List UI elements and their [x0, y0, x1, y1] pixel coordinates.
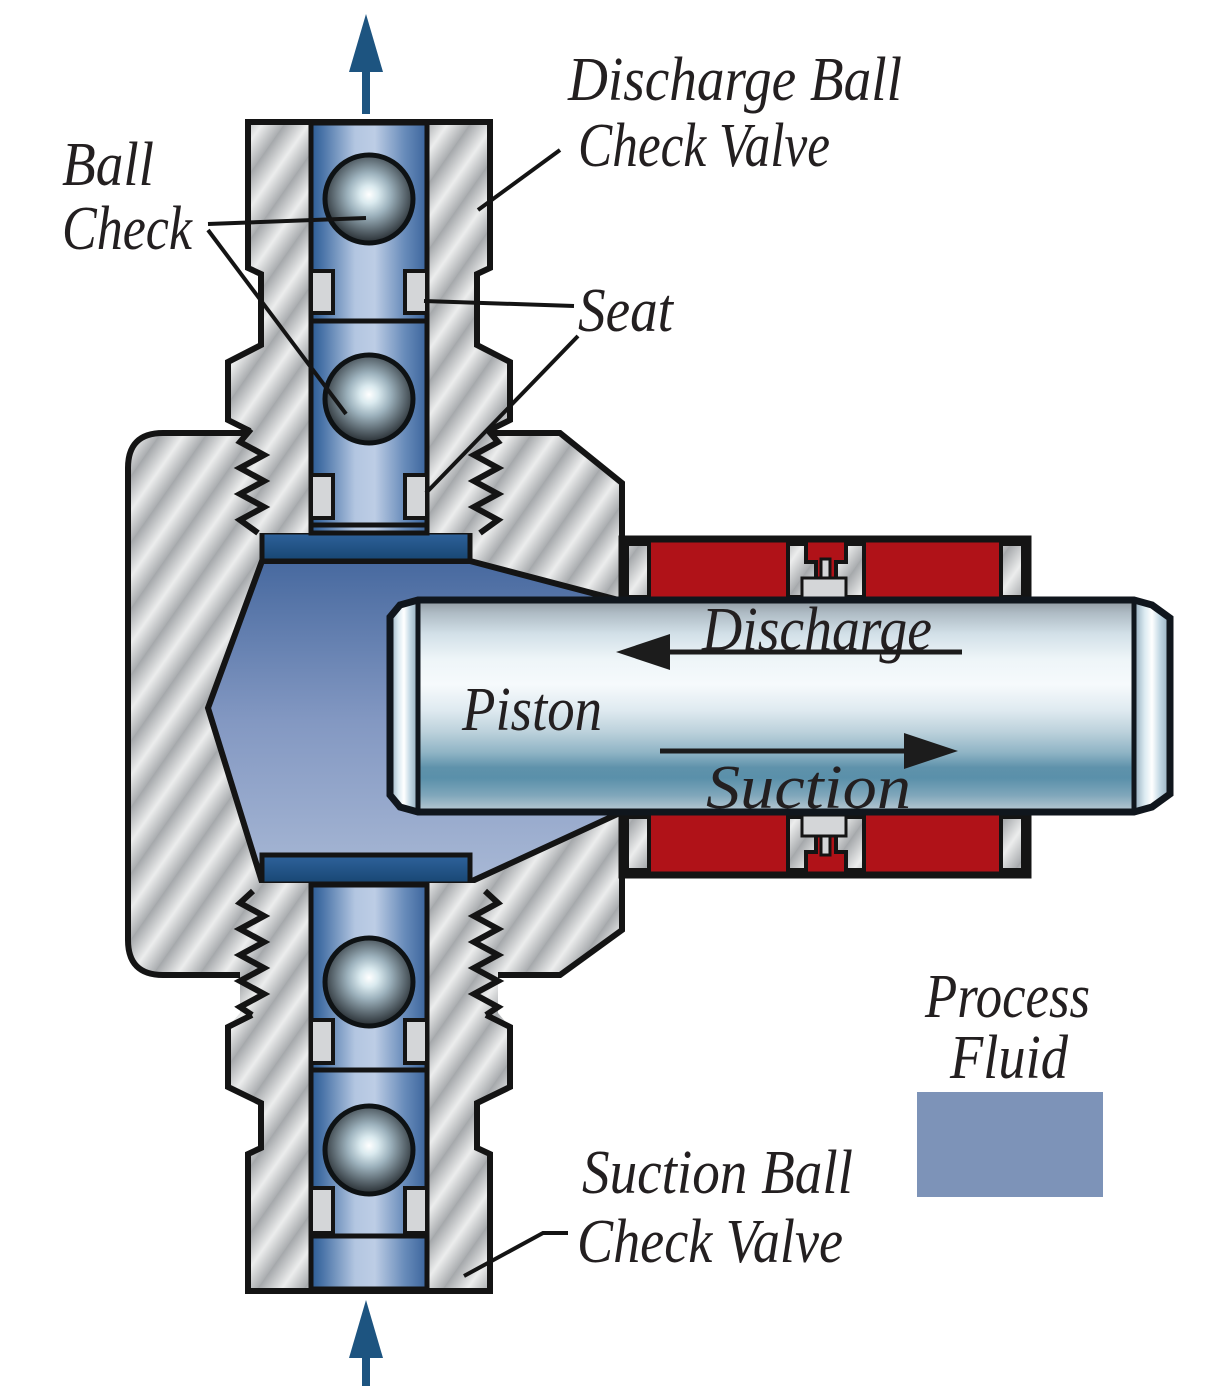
piston-label: Piston — [461, 676, 602, 744]
suction-arrow-head — [904, 733, 958, 769]
valve-seat — [309, 473, 335, 520]
inlet-flow-arrow — [349, 1300, 383, 1386]
suction-valve-label-line1: Suction Ball — [582, 1139, 853, 1207]
valve-seat — [403, 1186, 429, 1235]
ball-check-label-line2: Check — [62, 195, 193, 263]
ball-check-label-line1: Ball — [62, 131, 154, 199]
outlet-arrow-head — [349, 14, 383, 72]
valve-seat — [309, 269, 335, 315]
check-ball — [322, 1103, 416, 1197]
piston-right-face — [1131, 596, 1173, 816]
discharge-check-valve — [225, 119, 513, 536]
gland-ring — [999, 815, 1025, 872]
suction-port-band — [259, 852, 473, 887]
legend-label-line2: Fluid — [949, 1024, 1069, 1092]
ball-check-leader-1 — [207, 216, 367, 226]
discharge-arrow-head — [616, 634, 670, 670]
valve-seat — [403, 473, 429, 520]
suction-stroke-label: Suction — [706, 754, 911, 822]
seat-leader-2 — [424, 334, 580, 495]
discharge-port-band — [259, 529, 473, 564]
check-ball — [322, 152, 416, 246]
seat-leader-1 — [423, 299, 575, 308]
outlet-flow-arrow — [349, 14, 383, 114]
seat-label: Seat — [578, 277, 675, 345]
discharge-valve-label-line2: Check Valve — [578, 112, 830, 180]
gland-ring — [625, 815, 651, 872]
check-ball — [322, 352, 416, 446]
suction-valve-leader — [463, 1231, 568, 1278]
valve-seat — [309, 1186, 335, 1235]
legend-swatch — [917, 1092, 1103, 1197]
packing-gland-top — [618, 535, 1032, 606]
thread-zigzag — [233, 427, 271, 536]
thread-zigzag — [233, 888, 271, 1018]
gland-ring — [625, 542, 651, 599]
leader-lines — [206, 148, 580, 1278]
valve-seat — [403, 269, 429, 315]
ball-check-leader-2 — [206, 228, 348, 416]
discharge-valve-outline — [225, 119, 513, 434]
piston-left-face — [387, 596, 421, 816]
inlet-arrow-tail — [362, 1356, 370, 1386]
outlet-arrow-tail — [362, 70, 370, 114]
legend-label-line1: Process — [924, 963, 1090, 1031]
discharge-valve-label-line1: Discharge Ball — [567, 46, 902, 114]
gland-ring — [999, 542, 1025, 599]
thread-zigzag — [467, 427, 505, 536]
discharge-valve-leader — [476, 148, 562, 212]
thread-zigzag — [467, 888, 505, 1018]
piston: Discharge Piston Suction — [386, 596, 1174, 822]
suction-check-valve — [225, 882, 513, 1294]
suction-valve-label-line2: Check Valve — [577, 1208, 843, 1276]
inlet-arrow-head — [349, 1300, 383, 1358]
suction-valve-outline — [225, 1012, 513, 1294]
valve-seat — [403, 1018, 429, 1065]
legend-process-fluid: Process Fluid — [917, 963, 1103, 1197]
check-ball — [322, 935, 416, 1029]
piston-body — [414, 600, 1138, 812]
valve-seat — [309, 1018, 335, 1065]
